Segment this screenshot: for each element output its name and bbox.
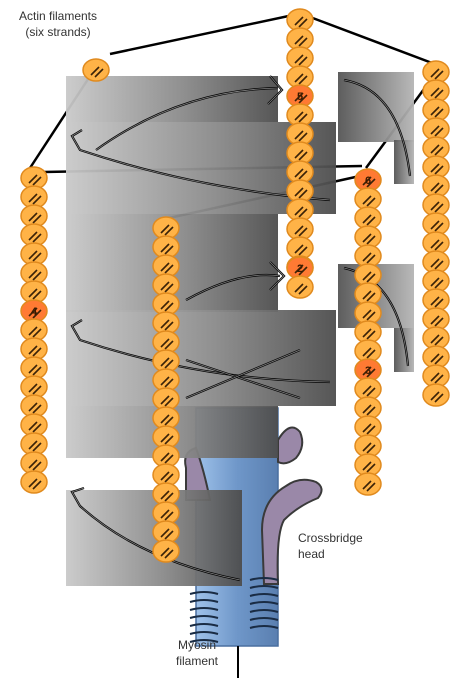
- binding-site-number: 5: [297, 91, 303, 103]
- actin-filament-left: 4: [21, 167, 47, 493]
- actin-label-line1: Actin filaments: [6, 8, 110, 24]
- binding-site-number: 6: [365, 175, 371, 187]
- myosin-label-line2: filament: [160, 653, 234, 669]
- actin-filament-back-right: [423, 61, 449, 406]
- actin-filament-center-lower: 2: [287, 257, 313, 298]
- crossbridge-label-line1: Crossbridge: [298, 530, 378, 546]
- crossbridge-label-line2: head: [298, 546, 378, 562]
- binding-site-number: 4: [31, 306, 38, 318]
- actin-label-line2: (six strands): [6, 24, 110, 40]
- actin-filaments-label: Actin filaments (six strands): [6, 8, 110, 40]
- actin-filament-back-left: [83, 59, 109, 81]
- binding-site-number: 2: [297, 263, 303, 275]
- myosin-filament-label: Myosin filament: [160, 637, 234, 669]
- actin-filament-right: 63: [355, 169, 381, 495]
- binding-site-number: 3: [365, 365, 371, 377]
- crossbridge-head-label: Crossbridge head: [298, 530, 378, 562]
- myosin-label-line1: Myosin: [160, 637, 234, 653]
